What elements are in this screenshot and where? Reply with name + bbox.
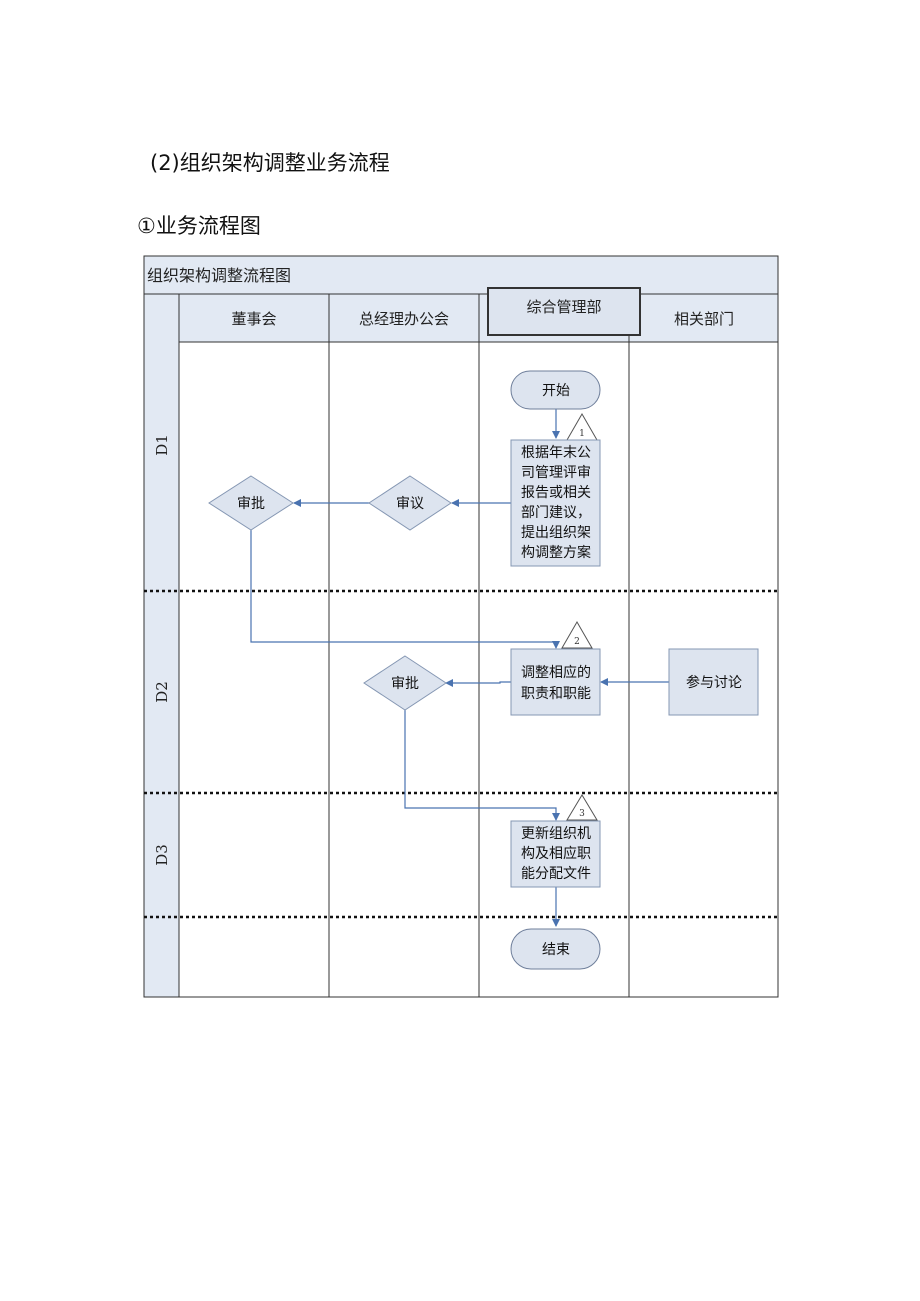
phase-label-d3: D3	[153, 844, 171, 866]
end-terminator	[510, 928, 601, 970]
proposal-line: 部门建议，	[521, 505, 591, 521]
proposal-line: 构调整方案	[521, 544, 591, 561]
update-line: 更新组织机	[521, 826, 591, 842]
lane-header-related-depts: 相关部门	[674, 310, 734, 328]
gm-approve-label: 审批	[391, 676, 419, 692]
diagram-title: 组织架构调整流程图	[147, 266, 291, 285]
connector-gm-approve-to-update	[404, 710, 560, 821]
proposal-line: 司管理评审	[521, 465, 591, 481]
step-marker-number: 1	[579, 429, 585, 439]
adjust-process-box	[510, 648, 601, 716]
proposal-process-box	[510, 439, 601, 567]
proposal-line: 提出组织架	[521, 525, 591, 541]
connector-adjust-to-gm-approve	[445, 679, 511, 687]
end-label: 结束	[542, 942, 570, 958]
update-line: 能分配文件	[521, 866, 591, 882]
lane-header-board: 董事会	[231, 310, 276, 328]
adjust-line: 调整相应的	[521, 664, 591, 681]
subsection-heading: ①业务流程图	[137, 214, 261, 238]
lane-header-admin-dept: 综合管理部	[526, 298, 601, 316]
proposal-line: 报告或相关	[521, 485, 591, 501]
step-marker-number: 3	[579, 809, 585, 819]
connector-approve-to-adjust	[250, 530, 560, 649]
lane-header-highlight	[487, 287, 641, 336]
phase-column	[143, 293, 180, 998]
board-approve-diamond	[208, 475, 294, 531]
phase-label-d2: D2	[153, 681, 171, 703]
board-approve-label: 审批	[237, 496, 265, 512]
proposal-line: 根据年末公	[521, 445, 591, 461]
update-line: 构及相应职	[521, 845, 591, 862]
review-decision-diamond	[368, 475, 452, 531]
adjust-line: 职责和职能	[521, 686, 591, 702]
phase-label-d1: D1	[153, 434, 171, 456]
start-terminator	[510, 370, 601, 410]
section-heading: (2)组织架构调整业务流程	[150, 151, 390, 175]
participate-process-box	[668, 648, 759, 716]
step-marker-triangle	[566, 794, 598, 821]
step-marker-number: 2	[574, 637, 580, 647]
gm-approve-diamond	[363, 655, 447, 711]
step-marker-triangle	[561, 620, 593, 649]
review-label: 审议	[396, 496, 424, 512]
start-label: 开始	[542, 383, 570, 399]
update-process-box	[510, 820, 601, 888]
participate-label: 参与讨论	[686, 674, 742, 691]
lane-header-gm-office: 总经理办公会	[359, 310, 449, 328]
